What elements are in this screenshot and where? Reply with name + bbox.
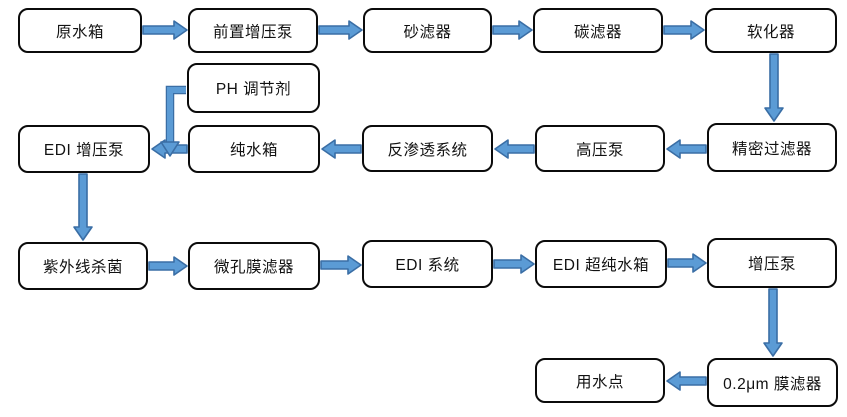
node-precision-filter: 精密过滤器 [707, 123, 837, 172]
node-use-point-label: 用水点 [575, 373, 624, 391]
node-ph-adjuster-label: PH 调节剂 [215, 81, 292, 98]
node-carbon-filter: 碳滤器 [533, 8, 663, 53]
node-pre-boost-pump-label: 前置增压泵 [212, 23, 293, 41]
node-edi-ultrapure-tank-label: EDI 超纯水箱 [552, 257, 650, 274]
arrow-precision-to-highpressure [666, 139, 707, 159]
arrow-ph-head [160, 141, 180, 157]
arrow-softener-to-precision [764, 53, 784, 122]
arrow-preboost-to-sand [318, 20, 363, 40]
node-high-pressure-pump-label: 高压泵 [575, 141, 624, 159]
node-sand-filter: 砂滤器 [363, 8, 492, 53]
node-ro-system: 反渗透系统 [362, 125, 493, 172]
node-raw-water-tank: 原水箱 [18, 8, 142, 53]
node-edi-boost-pump-label: EDI 增压泵 [43, 142, 125, 159]
arrow-carbon-to-softener [663, 20, 705, 40]
node-uv-sterilizer: 紫外线杀菌 [18, 242, 148, 290]
arrow-uv-to-micromembrane [148, 256, 188, 276]
node-high-pressure-pump: 高压泵 [535, 125, 665, 172]
arrow-ph-elbow [167, 87, 186, 143]
node-membrane-filter-02um-label: 0.2μm 膜滤器 [723, 375, 822, 393]
node-ro-system-label: 反渗透系统 [387, 141, 468, 159]
node-pure-water-tank: 纯水箱 [188, 125, 320, 173]
arrow-edisystem-to-ultrapure [493, 254, 535, 274]
node-edi-system: EDI 系统 [362, 240, 493, 288]
node-softener-label: 软化器 [746, 23, 795, 41]
arrow-ediboost-to-uv [73, 173, 93, 241]
node-edi-system-label: EDI 系统 [395, 257, 460, 274]
node-micro-membrane-filter: 微孔膜滤器 [188, 242, 320, 290]
arrow-highpressure-to-ro [494, 139, 535, 159]
arrow-raw-to-preboost [142, 20, 188, 40]
node-precision-filter-label: 精密过滤器 [731, 140, 812, 158]
node-boost-pump-label: 增压泵 [747, 256, 796, 273]
arrow-micromembrane-to-edisystem [320, 255, 362, 275]
arrow-ro-to-puretank [321, 139, 362, 159]
node-carbon-filter-label: 碳滤器 [573, 23, 622, 41]
node-membrane-filter-02um: 0.2μm 膜滤器 [707, 358, 838, 407]
node-uv-sterilizer-label: 紫外线杀菌 [42, 259, 123, 276]
arrow-ultrapure-to-boost [667, 253, 707, 273]
node-sand-filter-label: 砂滤器 [403, 23, 452, 41]
arrow-sand-to-carbon [492, 20, 533, 40]
node-raw-water-tank-label: 原水箱 [55, 23, 104, 41]
node-micro-membrane-filter-label: 微孔膜滤器 [213, 259, 294, 276]
node-boost-pump: 增压泵 [707, 238, 837, 288]
node-edi-ultrapure-tank: EDI 超纯水箱 [535, 240, 667, 288]
node-ph-adjuster: PH 调节剂 [187, 63, 320, 113]
node-edi-boost-pump: EDI 增压泵 [18, 125, 150, 173]
node-pure-water-tank-label: 纯水箱 [229, 142, 278, 159]
arrow-boost-to-membrane [763, 288, 783, 357]
node-use-point: 用水点 [535, 358, 665, 403]
node-softener: 软化器 [705, 8, 837, 53]
node-pre-boost-pump: 前置增压泵 [188, 8, 318, 53]
arrow-membrane-to-usepoint [666, 371, 707, 391]
